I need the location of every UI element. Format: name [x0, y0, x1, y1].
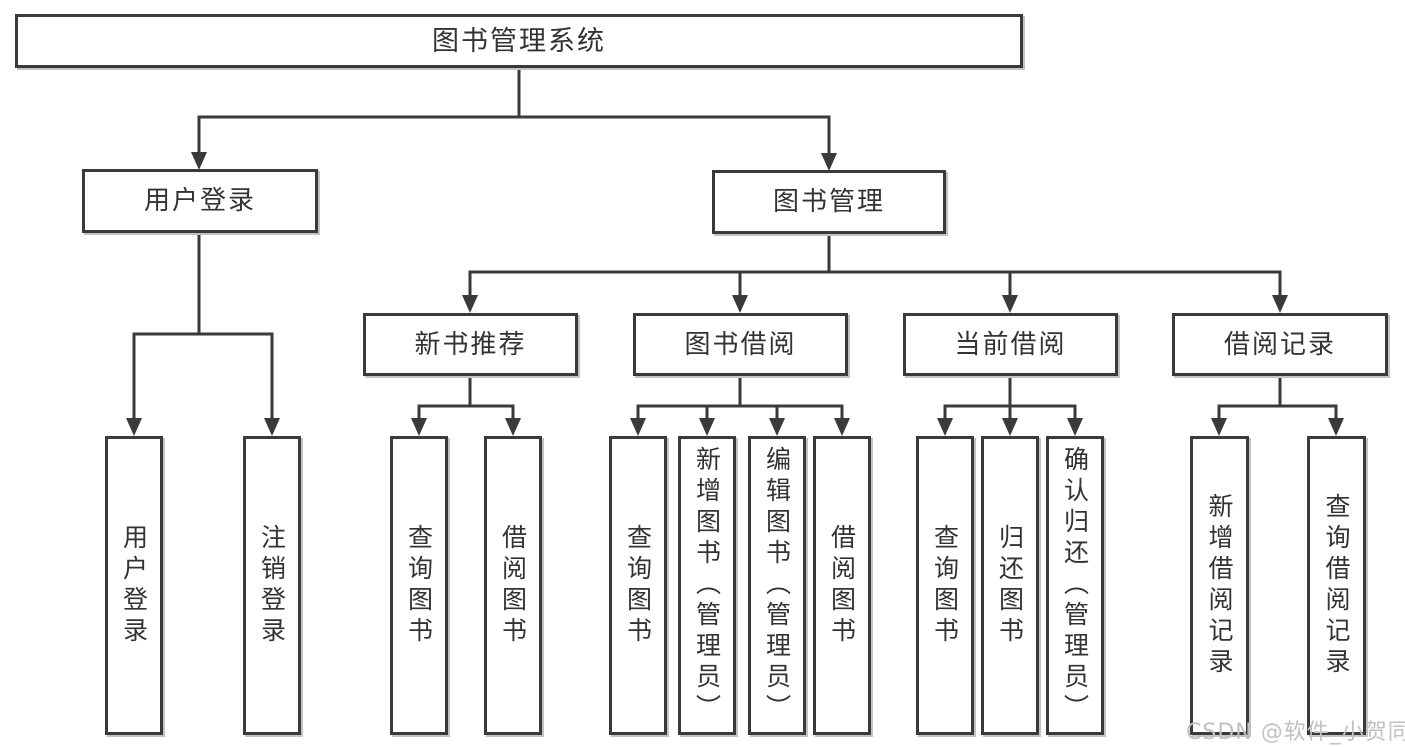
connector-user-login — [126, 231, 280, 436]
node-user-login: 用户登录 — [82, 169, 318, 233]
leaf-return-book: 归还图书 — [981, 436, 1039, 735]
connector-book-management — [462, 232, 1288, 313]
connector-root — [191, 66, 837, 171]
leaf-logout: 注销登录 — [243, 436, 301, 735]
node-current-borrowing: 当前借阅 — [903, 313, 1118, 376]
connector-current-borrowing — [937, 374, 1083, 436]
node-book-borrowing: 图书借阅 — [633, 313, 848, 376]
node-book-management: 图书管理 — [712, 170, 946, 234]
leaf-user-login: 用户登录 — [105, 436, 163, 735]
leaf-add-book-admin: 新增图书（管理员） — [678, 436, 736, 735]
connector-new-book-recommend — [411, 374, 521, 436]
leaf-confirm-return-admin: 确认归还（管理员） — [1046, 436, 1104, 735]
leaf-edit-book-admin: 编辑图书（管理员） — [748, 436, 806, 735]
node-library-management-system: 图书管理系统 — [15, 14, 1023, 68]
leaf-query-book-current: 查询图书 — [916, 436, 974, 735]
connector-borrowing-records — [1211, 374, 1344, 436]
leaf-query-book-recommend: 查询图书 — [390, 436, 448, 735]
node-borrowing-records: 借阅记录 — [1172, 313, 1388, 376]
csdn-watermark: CSDN @软件_小贺同学 — [1186, 720, 1405, 745]
leaf-borrow-book-recommend: 借阅图书 — [484, 436, 542, 735]
leaf-query-book-borrowing: 查询图书 — [609, 436, 667, 735]
connector-book-borrowing — [630, 374, 850, 436]
leaf-query-borrow-record: 查询借阅记录 — [1307, 436, 1366, 735]
node-new-book-recommend: 新书推荐 — [363, 313, 578, 376]
leaf-borrow-book: 借阅图书 — [813, 436, 871, 735]
leaf-add-borrow-record: 新增借阅记录 — [1190, 436, 1249, 735]
